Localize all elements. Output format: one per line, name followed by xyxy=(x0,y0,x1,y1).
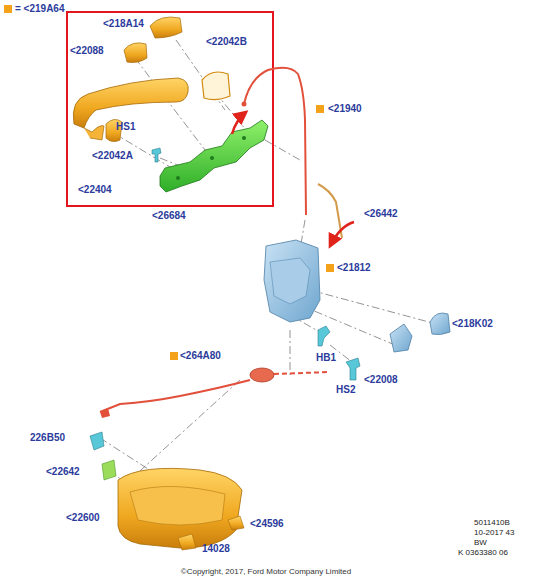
callout-number: HB1 xyxy=(316,352,336,364)
callout-number: <21812 xyxy=(337,262,371,274)
drawing-reference: BW xyxy=(474,538,487,548)
drawing-reference: 5011410B xyxy=(474,518,510,528)
callout-number: 14028 xyxy=(202,543,230,555)
callout-number: <22042A xyxy=(92,150,133,162)
callout-number: <22042B xyxy=(206,36,247,48)
callout-number: <22600 xyxy=(66,512,100,524)
callout-number: <22088 xyxy=(70,45,104,57)
copyright-note: ©Copyright, 2017, Ford Motor Company Lim… xyxy=(181,566,351,578)
drawing-reference: K 0363380 06 xyxy=(458,548,508,558)
callout-number: <218K02 xyxy=(452,318,493,330)
callout-number: <22404 xyxy=(78,184,112,196)
callout-number: <21940 xyxy=(328,103,362,115)
callout-number: <264A80 xyxy=(180,350,221,362)
callout-number: <26684 xyxy=(152,210,186,222)
legend-text: = <219A64 xyxy=(15,3,65,15)
legend-swatch xyxy=(4,5,12,13)
callout-number: <24596 xyxy=(250,518,284,530)
callout-number: <22008 xyxy=(364,374,398,386)
callout-number: <218A14 xyxy=(103,18,144,30)
drawing-reference: 10-2017 43 xyxy=(474,528,514,538)
callout-number: 226B50 xyxy=(30,432,65,444)
callout-number: <26442 xyxy=(364,208,398,220)
callout-number: <22642 xyxy=(46,466,80,478)
callout-number: HS1 xyxy=(116,121,135,133)
callout-number: HS2 xyxy=(336,384,355,396)
